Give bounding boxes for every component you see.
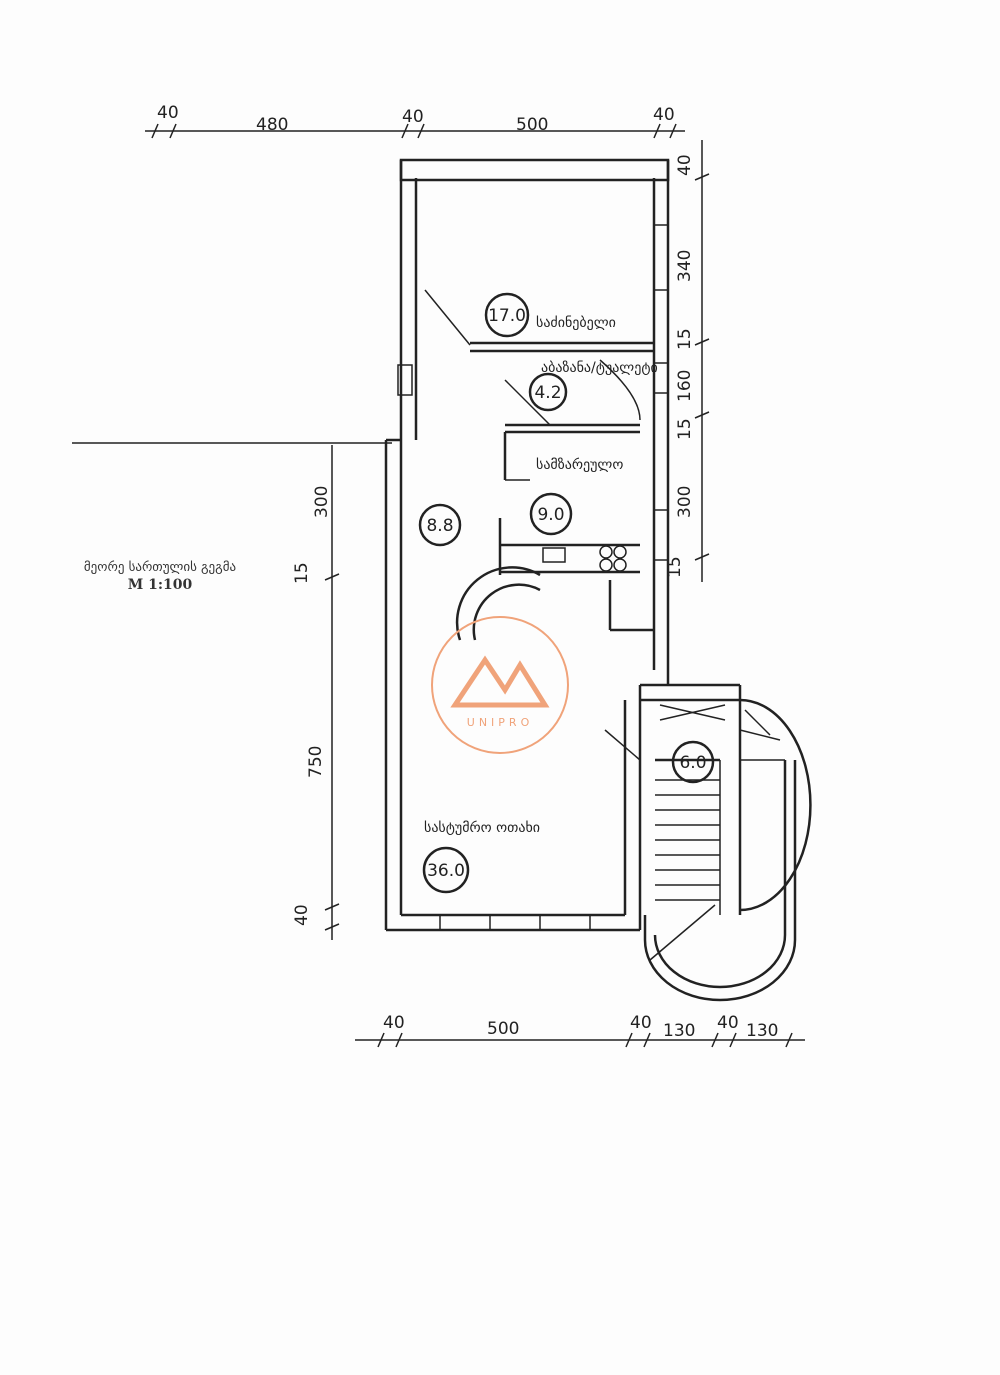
svg-text:15: 15 [292, 562, 312, 584]
svg-text:340: 340 [675, 250, 695, 282]
svg-text:სამზარეულო: სამზარეულო [536, 456, 623, 473]
svg-text:480: 480 [256, 115, 288, 135]
svg-text:საძინებელი: საძინებელი [536, 315, 616, 331]
svg-text:750: 750 [306, 746, 326, 778]
room-bathroom: 4.2 აბაზანა/ტუალეტი [528, 360, 658, 412]
room-bedroom: 17.0 საძინებელი [484, 292, 616, 338]
svg-text:300: 300 [312, 486, 332, 518]
svg-text:15: 15 [675, 328, 695, 350]
room-living: 36.0 სასტუმრო ოთახი [422, 819, 540, 894]
svg-text:36.0: 36.0 [427, 861, 465, 881]
dimension-labels-top: 40 480 40 500 40 [157, 103, 675, 135]
windows [397, 224, 669, 931]
dimension-lines [72, 123, 805, 1048]
svg-text:40: 40 [383, 1013, 405, 1033]
svg-text:8.8: 8.8 [426, 516, 453, 536]
svg-text:40: 40 [157, 103, 179, 123]
svg-text:40: 40 [292, 904, 312, 926]
svg-text:15: 15 [665, 556, 685, 578]
plan-name: მეორე სართულის გეგმა [83, 560, 237, 575]
svg-text:160: 160 [675, 370, 695, 402]
svg-text:130: 130 [663, 1021, 695, 1041]
room-kitchen: 9.0 სამზარეულო [529, 456, 623, 536]
svg-text:40: 40 [675, 154, 695, 176]
svg-text:130: 130 [746, 1021, 778, 1041]
svg-text:9.0: 9.0 [537, 505, 564, 525]
svg-text:აბაზანა/ტუალეტი: აბაზანა/ტუალეტი [541, 360, 658, 376]
svg-text:500: 500 [487, 1019, 519, 1039]
dimension-labels-left: 300 15 750 40 [292, 486, 332, 926]
svg-text:17.0: 17.0 [488, 306, 526, 326]
unipro-watermark-logo: UNIPRO [431, 616, 569, 754]
svg-text:300: 300 [675, 486, 695, 518]
svg-text:40: 40 [653, 105, 675, 125]
dimension-labels-bottom: 40 500 40 130 40 130 [383, 1013, 778, 1041]
svg-text:40: 40 [717, 1013, 739, 1033]
svg-text:სასტუმრო ოთახი: სასტუმრო ოთახი [424, 819, 540, 836]
plan-title: მეორე სართულის გეგმა M 1:100 [60, 560, 260, 593]
svg-text:40: 40 [402, 107, 424, 127]
svg-text:500: 500 [516, 115, 548, 135]
svg-text:40: 40 [630, 1013, 652, 1033]
dimension-labels-right: 40 340 15 160 15 300 15 [665, 154, 695, 578]
svg-text:UNIPRO: UNIPRO [467, 716, 533, 729]
svg-text:6.0: 6.0 [679, 753, 706, 773]
room-stairwell: 6.0 [671, 740, 715, 784]
plan-scale: M 1:100 [127, 577, 193, 593]
room-hall: 8.8 [418, 503, 462, 547]
staircase [424, 289, 785, 961]
svg-text:4.2: 4.2 [534, 383, 561, 403]
svg-text:15: 15 [675, 418, 695, 440]
